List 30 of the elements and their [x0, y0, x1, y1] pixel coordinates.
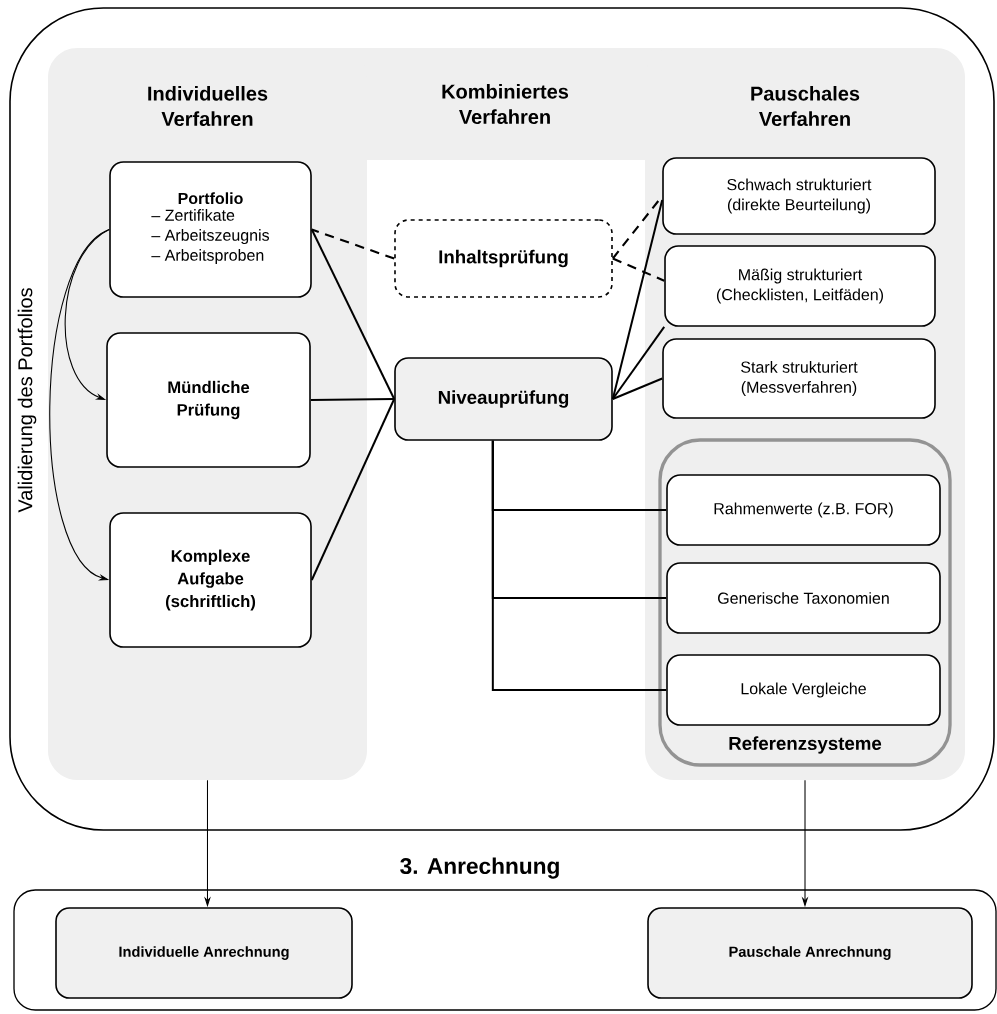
- result-box: Individuelle Anrechnung: [55, 907, 353, 999]
- connector: [310, 398, 396, 581]
- column-heading: Individuelles Verfahren: [148, 86, 268, 126]
- connector: [311, 228, 395, 260]
- side-label: Validierung des Portfolios: [17, 288, 37, 513]
- dashed-box: Inhaltsprüfung: [394, 219, 613, 298]
- result-box: Pauschale Anrechnung: [647, 907, 973, 999]
- connector: [49, 228, 110, 581]
- process-box: Portfolio – Zertifikate – Arbeitszeugnis – Arbeitsproben: [109, 161, 312, 298]
- connector: [309, 398, 396, 401]
- group-heading: Referenzsysteme: [729, 736, 882, 754]
- connector: [611, 199, 664, 400]
- section-heading: 3. Anrechnung: [400, 857, 559, 879]
- process-box: Mäßig strukturiert (Checklisten, Leitfäden): [664, 245, 936, 327]
- process-box: Niveauprüfung: [394, 357, 613, 441]
- process-box: Mündliche Prüfung: [106, 332, 311, 468]
- connector: [611, 325, 666, 400]
- connector: [612, 257, 665, 282]
- connector: [611, 377, 664, 400]
- column-heading: Kombiniertes Verfahren: [442, 84, 569, 124]
- connector: [310, 228, 396, 400]
- process-box: Komplexe Aufgabe (schriftlich): [109, 512, 312, 648]
- process-box: Lokale Vergleiche: [666, 654, 941, 726]
- process-box: Schwach strukturiert (direkte Beurteilung): [662, 157, 936, 235]
- process-box: Rahmenwerte (z.B. FOR): [666, 474, 941, 546]
- process-box: Generische Taxonomien: [666, 562, 941, 634]
- connector: [64, 228, 110, 400]
- connector: [491, 439, 668, 691]
- column-heading: Pauschales Verfahren: [751, 86, 860, 126]
- process-box: Stark strukturiert (Messverfahren): [662, 338, 936, 419]
